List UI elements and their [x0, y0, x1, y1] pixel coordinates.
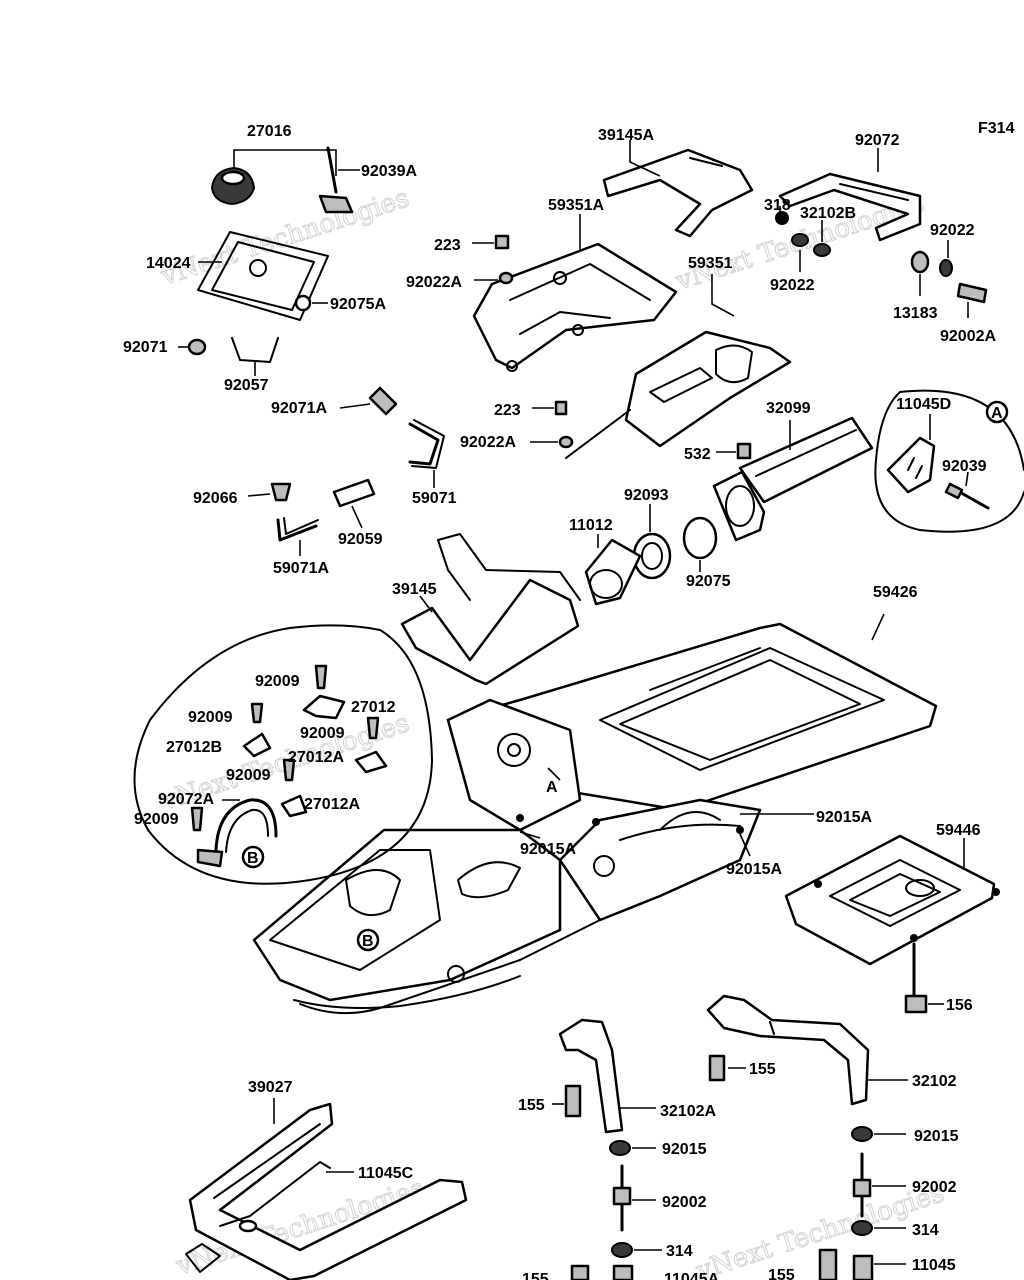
part-label: 11045C	[358, 1165, 414, 1182]
part-label: 92093	[624, 487, 669, 504]
part-label: 14024	[146, 255, 191, 272]
part-label: 92075	[686, 573, 731, 590]
part-label: 92009	[226, 767, 271, 784]
part-label: 314	[912, 1222, 939, 1239]
detail-circle-a: A	[874, 389, 1024, 533]
part-label: 11045	[912, 1257, 956, 1274]
part-label: 11045D	[896, 396, 951, 413]
part-label: 92002	[912, 1179, 957, 1196]
part-label: 32102B	[800, 205, 856, 222]
part-label: 314	[666, 1243, 693, 1260]
part-label: 92022	[930, 222, 975, 239]
seat-parts-group	[472, 140, 988, 459]
frame-39027	[185, 1098, 468, 1280]
part-label: 92015A	[816, 809, 872, 826]
part-label: 39145	[392, 581, 437, 598]
part-label: 92009	[255, 673, 300, 690]
part-label: 92009	[134, 811, 179, 828]
part-label: 92039A	[361, 163, 417, 180]
part-label: 92015	[662, 1141, 707, 1158]
part-label: 13183	[893, 305, 938, 322]
watermark-text: vNext Technologies	[157, 183, 413, 292]
part-label: 92039	[942, 458, 987, 475]
part-label: 92057	[224, 377, 269, 394]
part-label: 59071A	[273, 560, 329, 577]
part-label: 92071A	[271, 400, 327, 417]
part-label: 92072	[855, 132, 900, 149]
part-label: 92009	[188, 709, 233, 726]
part-label: 223	[494, 402, 521, 419]
seat-pad-39145	[400, 533, 581, 686]
part-label: 27016	[247, 123, 292, 140]
part-label: 39027	[248, 1079, 293, 1096]
part-label: 92059	[338, 531, 383, 548]
part-label: 11012	[569, 517, 613, 534]
part-label: 32102	[912, 1073, 957, 1090]
part-label: 92015A	[726, 861, 782, 878]
part-label: 92022A	[406, 274, 462, 291]
part-label: 92022	[770, 277, 815, 294]
part-label: 92009	[300, 725, 345, 742]
part-label: 32099	[766, 400, 811, 417]
part-label: 155	[749, 1061, 776, 1078]
part-label: 155	[768, 1267, 795, 1280]
part-label: 532	[684, 446, 711, 463]
lower-brackets-group	[552, 994, 908, 1280]
part-label: 92002A	[940, 328, 996, 345]
part-label: 155	[518, 1097, 545, 1114]
part-label: 59426	[873, 584, 918, 601]
part-label: 92015A	[520, 841, 576, 858]
part-label: 92066	[193, 490, 238, 507]
plate-59446	[784, 834, 1000, 1014]
part-label: 39145A	[598, 127, 654, 144]
filler-pipe-group	[584, 416, 874, 606]
part-label: 92015	[914, 1128, 959, 1145]
part-label: 27012A	[288, 749, 344, 766]
part-label: 92072A	[158, 791, 214, 808]
detail-circle-b: B	[133, 624, 433, 885]
part-label: 27012A	[304, 796, 360, 813]
part-label: 156	[946, 997, 973, 1014]
part-label: 59071	[412, 490, 457, 507]
part-label: 223	[434, 237, 461, 254]
part-labels: 27016 92039A 39145A 92072 59351A 318 321…	[123, 123, 996, 1280]
part-label: 59351A	[548, 197, 604, 214]
part-label: 27012	[351, 699, 396, 716]
part-label: 27012B	[166, 739, 222, 756]
hull-callout-a: A	[546, 779, 558, 796]
hull-59426: B A	[252, 613, 938, 1015]
fuel-cap-group	[178, 146, 445, 556]
part-label: 59351	[688, 255, 733, 272]
callout-a-label: A	[991, 405, 1003, 422]
part-label: 92075A	[330, 296, 386, 313]
part-label: 92022A	[460, 434, 516, 451]
figure-code: F314	[978, 120, 1015, 137]
part-label: 318	[764, 197, 791, 214]
part-label: 32102A	[660, 1103, 716, 1120]
callout-b-label: B	[362, 933, 374, 950]
part-label: 92002	[662, 1194, 707, 1211]
part-label: 155	[522, 1271, 549, 1280]
part-label: 11045A	[664, 1271, 720, 1280]
callout-b-circle-label: B	[247, 850, 259, 867]
part-label: 59446	[936, 822, 981, 839]
part-label: 92071	[123, 339, 168, 356]
